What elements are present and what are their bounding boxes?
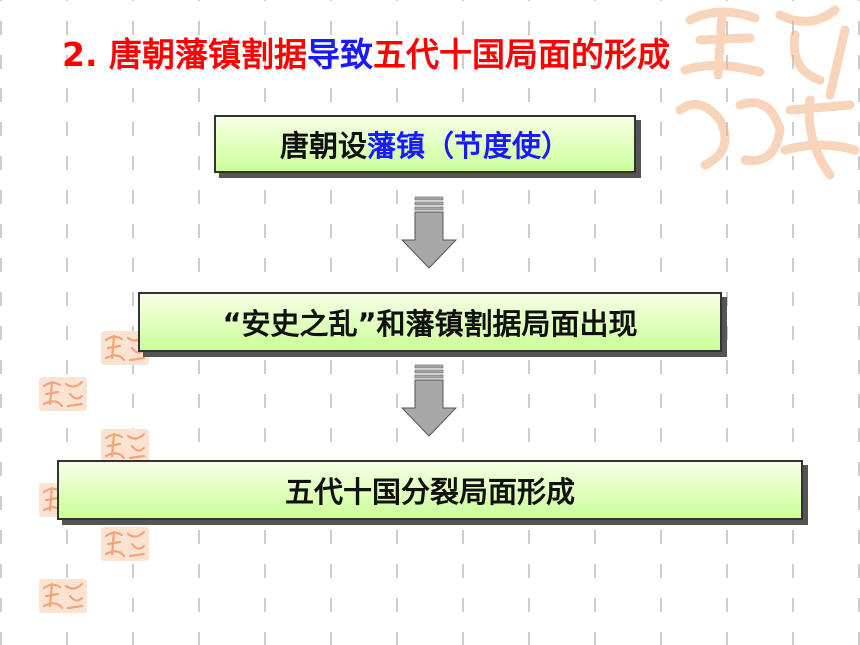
title-part-2: 导致 [307,35,373,74]
flow-step-2: “安史之乱”和藩镇割据局面出现 [138,292,722,352]
step-1-suffix: （节度使） [425,129,571,163]
flow-step-3: 五代十国分裂局面形成 [57,460,803,520]
seal-stamp-icon [101,331,149,365]
step-3-text: 五代十国分裂局面形成 [284,475,575,509]
seal-stamp-icon [101,429,149,463]
down-arrow-icon [401,364,457,437]
step-1-highlight: 藩镇 [366,129,425,163]
step-2-text: “安史之乱”和藩镇割据局面出现 [222,307,638,341]
step-1-prefix: 唐朝设 [279,129,367,163]
flow-step-1: 唐朝设藩镇（节度使） [214,115,636,173]
seal-stamp-icon [675,5,860,180]
seal-stamp-icon [39,377,87,411]
slide-title: 2. 唐朝藩镇割据导致五代十国局面的形成 [62,28,670,76]
title-part-1: 2. 唐朝藩镇割据 [62,35,307,74]
seal-stamp-icon [101,527,149,561]
down-arrow-icon [401,196,457,269]
title-part-3: 五代十国局面的形成 [373,35,670,74]
seal-stamp-icon [39,579,87,613]
